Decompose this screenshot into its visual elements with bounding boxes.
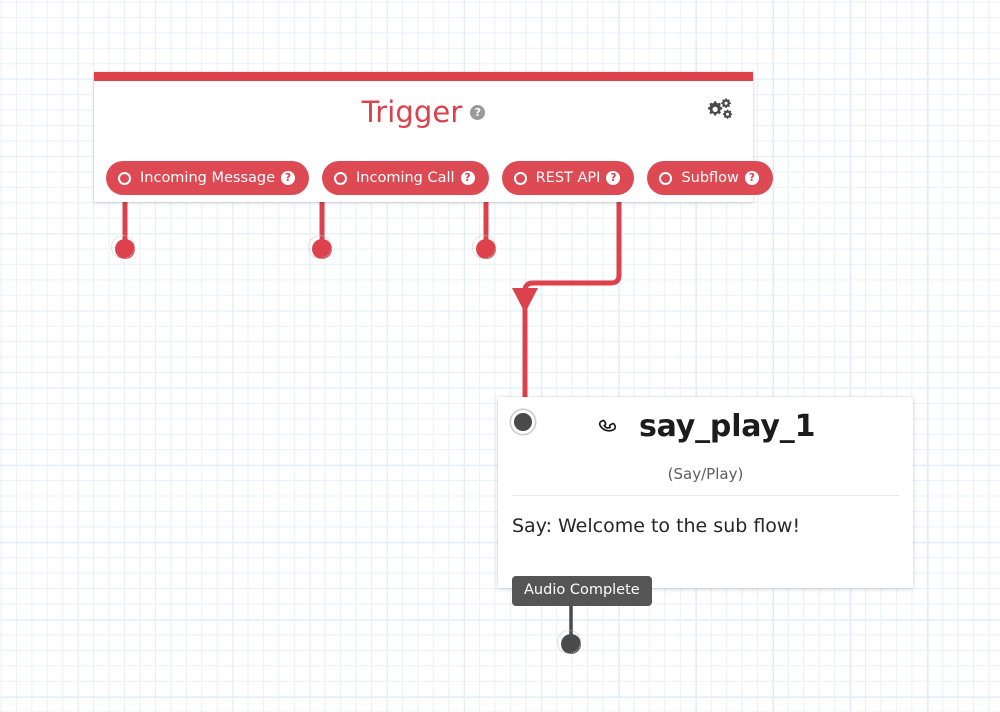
- trigger-option-rest-api[interactable]: REST API ?: [501, 161, 635, 195]
- incoming-message-endpoint[interactable]: [111, 235, 135, 259]
- incoming-call-endpoint[interactable]: [308, 235, 332, 259]
- phone-handset-icon: [596, 413, 622, 446]
- trigger-option-incoming-message[interactable]: Incoming Message ?: [106, 161, 310, 195]
- gears-icon[interactable]: [705, 95, 735, 125]
- trigger-option-label: REST API: [535, 169, 601, 186]
- node-input-port-icon[interactable]: [511, 410, 535, 434]
- audio-complete-endpoint[interactable]: [557, 630, 581, 654]
- trigger-header: Trigger ?: [94, 81, 753, 143]
- trigger-options-row: Incoming Message ? Incoming Call ? REST …: [106, 161, 773, 195]
- outlet-audio-complete[interactable]: Audio Complete: [512, 576, 652, 606]
- edge-subflow-to-node: [522, 188, 622, 400]
- edge-subflow-arrowhead: [512, 288, 538, 313]
- node-title-text: say_play_1: [639, 409, 816, 444]
- node-subtitle: (Say/Play): [667, 465, 744, 483]
- node-header: say_play_1 (Say/Play): [498, 397, 913, 495]
- circle-port-icon[interactable]: [334, 171, 348, 185]
- node-title-row: say_play_1: [498, 410, 913, 446]
- divider: [512, 495, 899, 496]
- page-title: Trigger: [361, 94, 463, 129]
- trigger-option-label: Subflow: [681, 169, 739, 186]
- circle-port-icon[interactable]: [513, 171, 527, 185]
- trigger-option-subflow[interactable]: Subflow ?: [647, 161, 773, 195]
- rest-api-endpoint[interactable]: [472, 235, 496, 259]
- trigger-option-label: Incoming Message: [140, 169, 276, 186]
- trigger-panel[interactable]: Trigger ?: [94, 72, 773, 202]
- help-icon[interactable]: ?: [460, 171, 475, 185]
- node-say-play-1[interactable]: say_play_1 (Say/Play) Say: Welcome to th…: [498, 397, 913, 588]
- circle-port-icon[interactable]: [659, 171, 673, 185]
- help-icon[interactable]: ?: [281, 171, 296, 185]
- circle-port-icon[interactable]: [118, 171, 131, 185]
- node-body-text: Say: Welcome to the sub flow!: [512, 515, 801, 537]
- help-icon[interactable]: ?: [744, 171, 759, 185]
- help-icon[interactable]: ?: [606, 171, 621, 185]
- trigger-option-incoming-call[interactable]: Incoming Call ?: [322, 161, 489, 195]
- trigger-option-label: Incoming Call: [356, 169, 455, 186]
- trigger-help-icon[interactable]: ?: [470, 104, 486, 120]
